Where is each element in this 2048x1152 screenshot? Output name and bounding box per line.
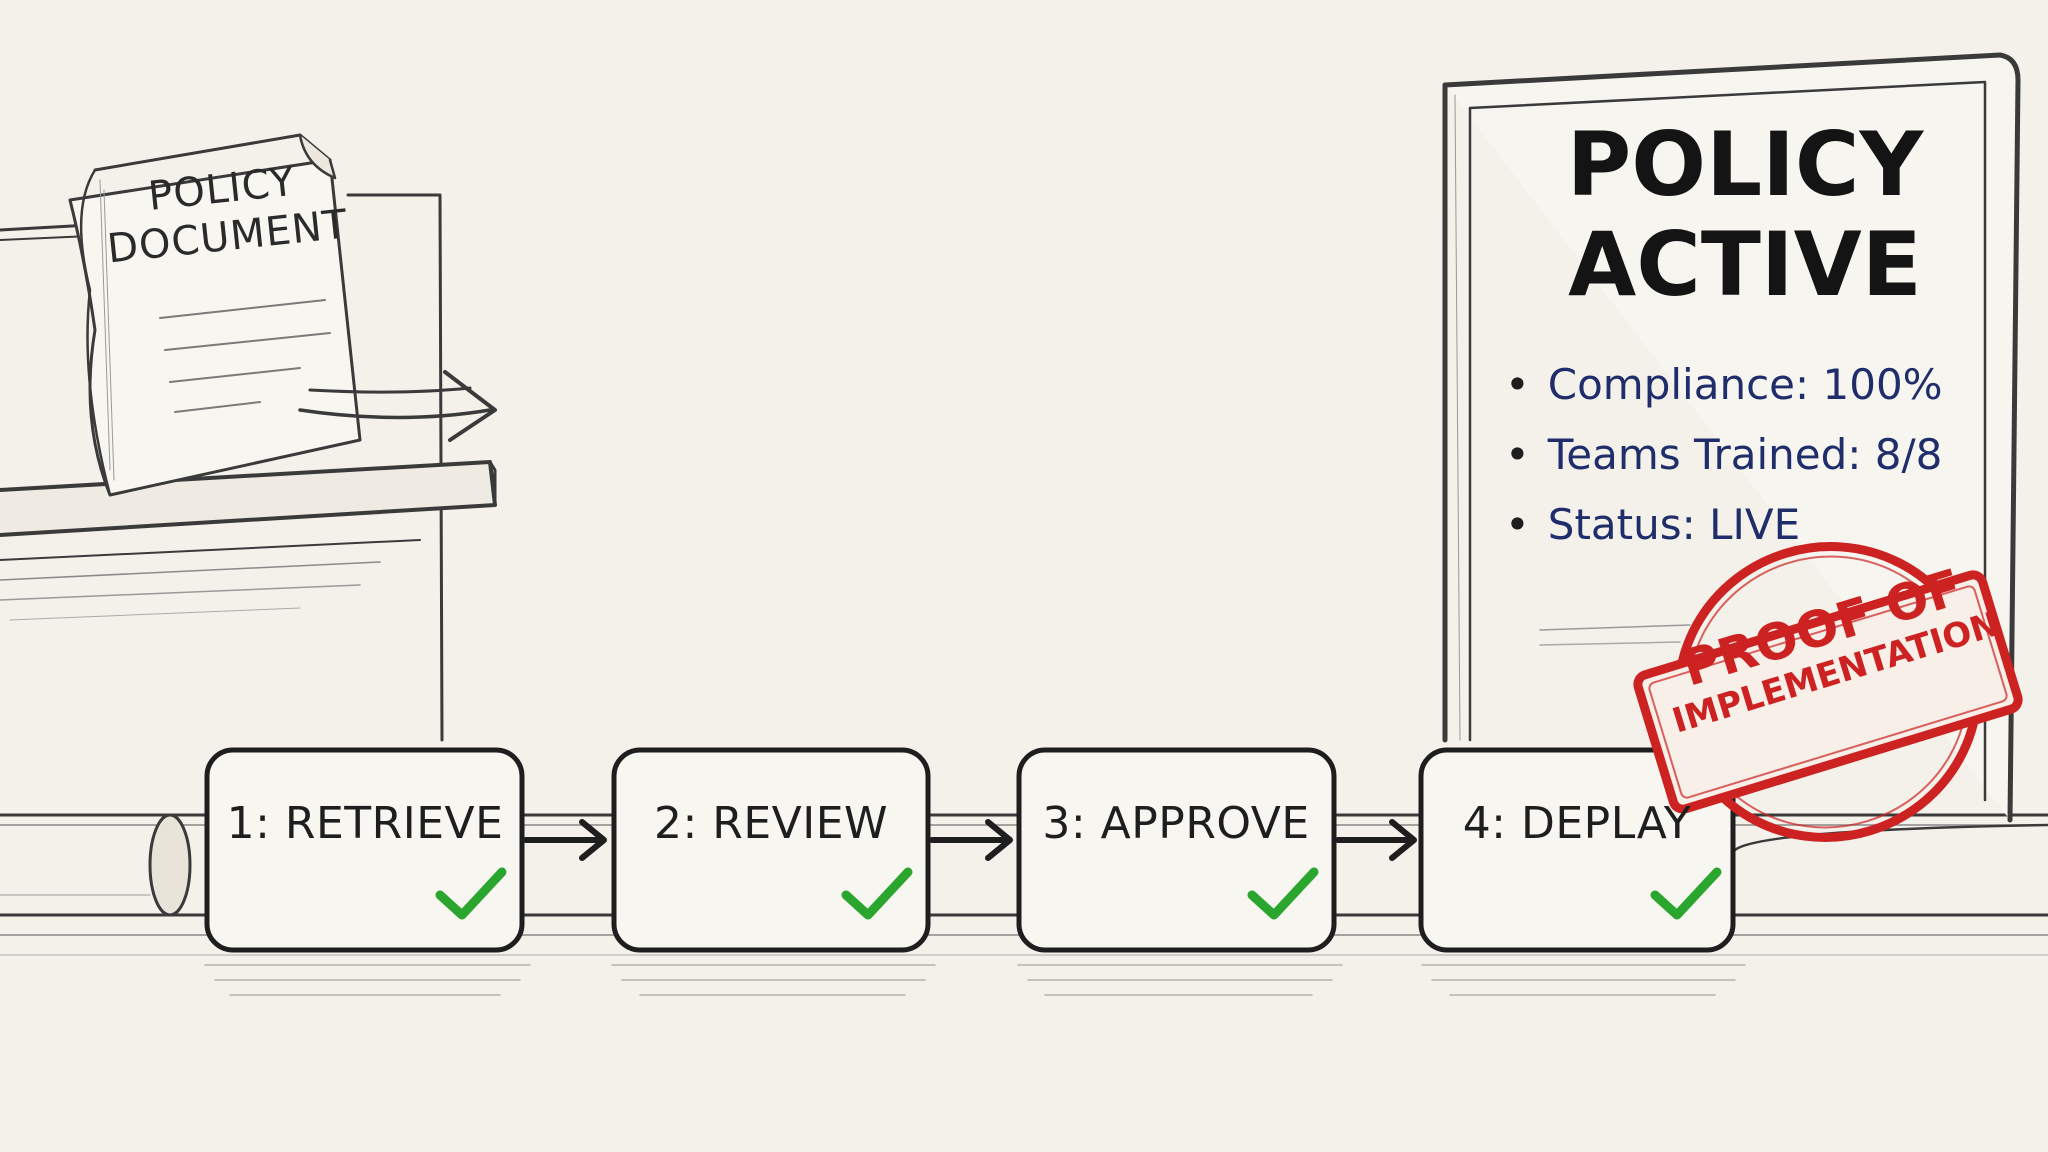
step-box-approve [1016, 747, 1337, 953]
check-icon [841, 867, 913, 920]
shelf [0, 460, 497, 621]
metrics-list: Compliance: 100% Teams Trained: 8/8 Stat… [1505, 350, 1943, 560]
check-marks [435, 867, 1722, 920]
board-title-line2: ACTIVE [1568, 213, 1922, 316]
metric-teams-trained: Teams Trained: 8/8 [1505, 420, 1943, 490]
document-arrow [298, 370, 497, 442]
step-label-approve: 3: APPROVE [1042, 798, 1310, 849]
step-boxes [204, 747, 1736, 953]
step-label-review: 2: REVIEW [653, 798, 889, 849]
step-label-retrieve: 1: RETRIEVE [226, 798, 504, 849]
arrowhead-2-3 [985, 819, 1013, 861]
check-icon [1650, 867, 1722, 920]
step-shadows [204, 964, 1746, 996]
check-icon [435, 867, 507, 920]
metric-status: Status: LIVE [1505, 490, 1943, 560]
step-box-review [611, 747, 931, 953]
proof-stamp [1633, 542, 2023, 842]
step-label-deploy: 4: DEPLAY [1462, 798, 1692, 849]
board-title: POLICY ACTIVE [1515, 115, 1975, 315]
metric-compliance: Compliance: 100% [1505, 350, 1943, 420]
board-title-line1: POLICY [1566, 113, 1924, 216]
arrowhead-3-4 [1389, 819, 1417, 861]
flow-arrows [523, 819, 1417, 861]
policy-document [68, 133, 362, 497]
step-box-retrieve [204, 747, 525, 953]
check-icon [1247, 867, 1319, 920]
arrowhead-1-2 [579, 819, 607, 861]
